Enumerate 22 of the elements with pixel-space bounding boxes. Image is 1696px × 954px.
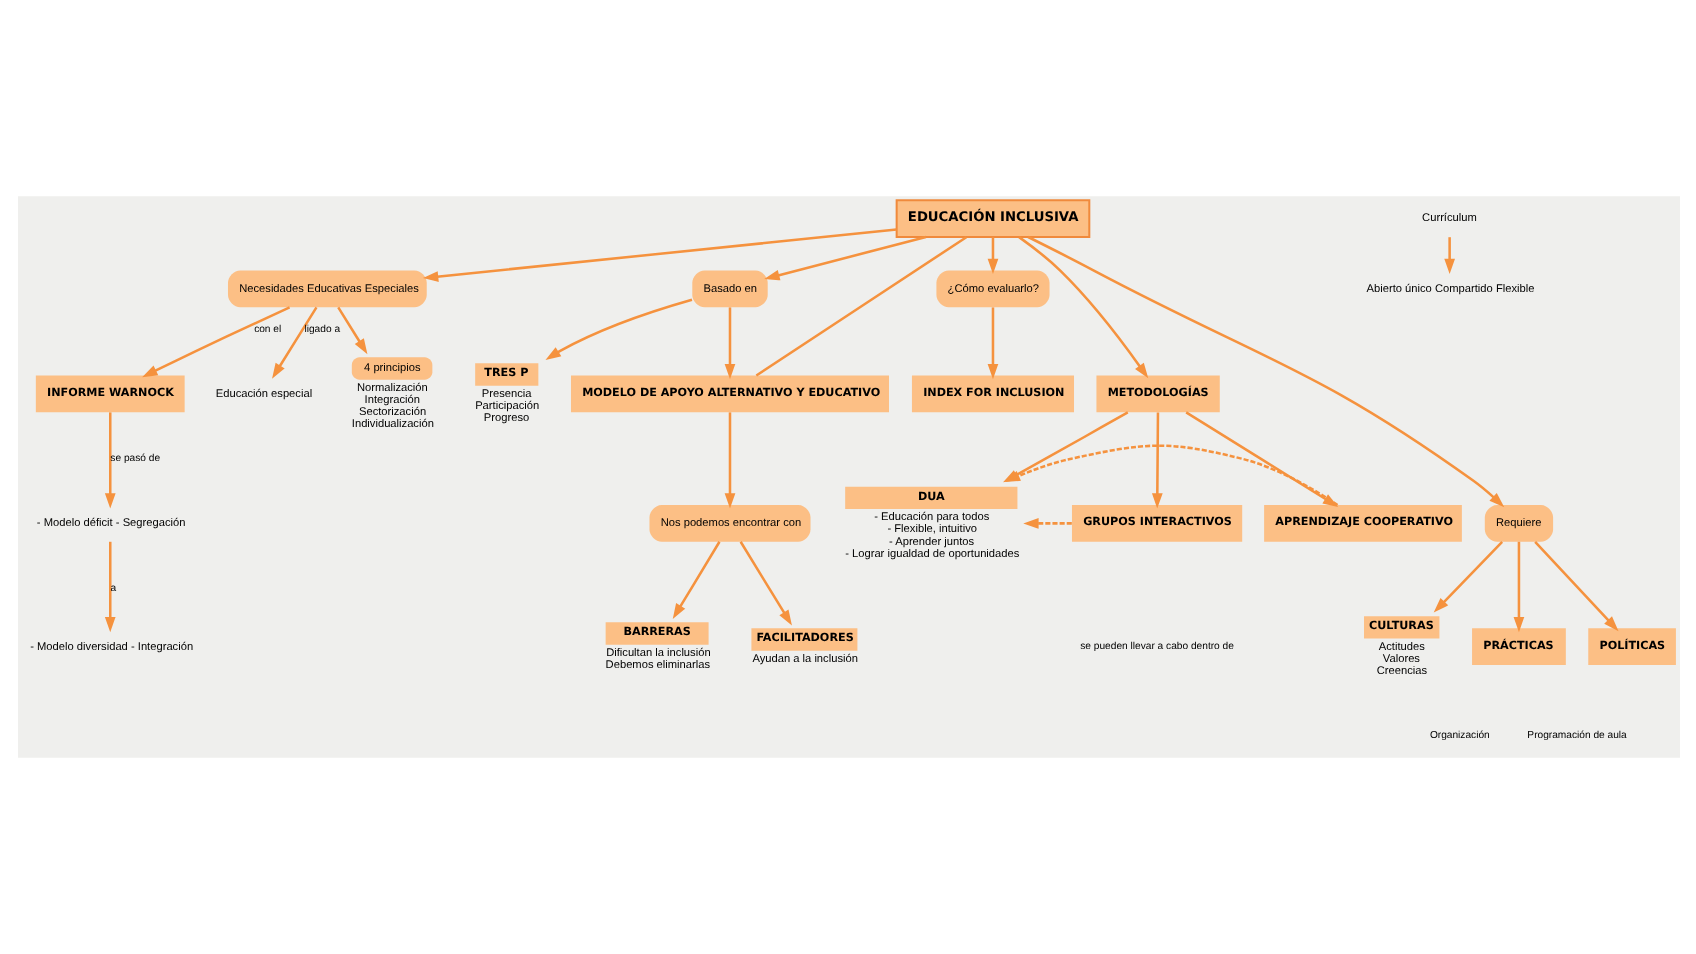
arrow [986, 237, 998, 274]
arrow [1533, 540, 1618, 632]
arrow [103, 412, 115, 509]
arrow [1432, 540, 1503, 613]
arrow [141, 306, 290, 378]
arrow [1022, 518, 1071, 529]
connector [754, 236, 966, 377]
arrow [103, 541, 115, 633]
arrow [1150, 412, 1162, 509]
arrow [738, 541, 791, 626]
arrow [422, 228, 896, 282]
arrow [1512, 541, 1524, 633]
arrow [763, 235, 926, 281]
arrow [986, 307, 998, 380]
arrow [723, 307, 735, 380]
arrow [723, 412, 735, 509]
arrow [1017, 236, 1148, 379]
arrow [544, 298, 692, 360]
arrow [271, 306, 317, 379]
arrow [336, 306, 367, 355]
arrow [1443, 237, 1454, 274]
arrow [671, 541, 720, 619]
